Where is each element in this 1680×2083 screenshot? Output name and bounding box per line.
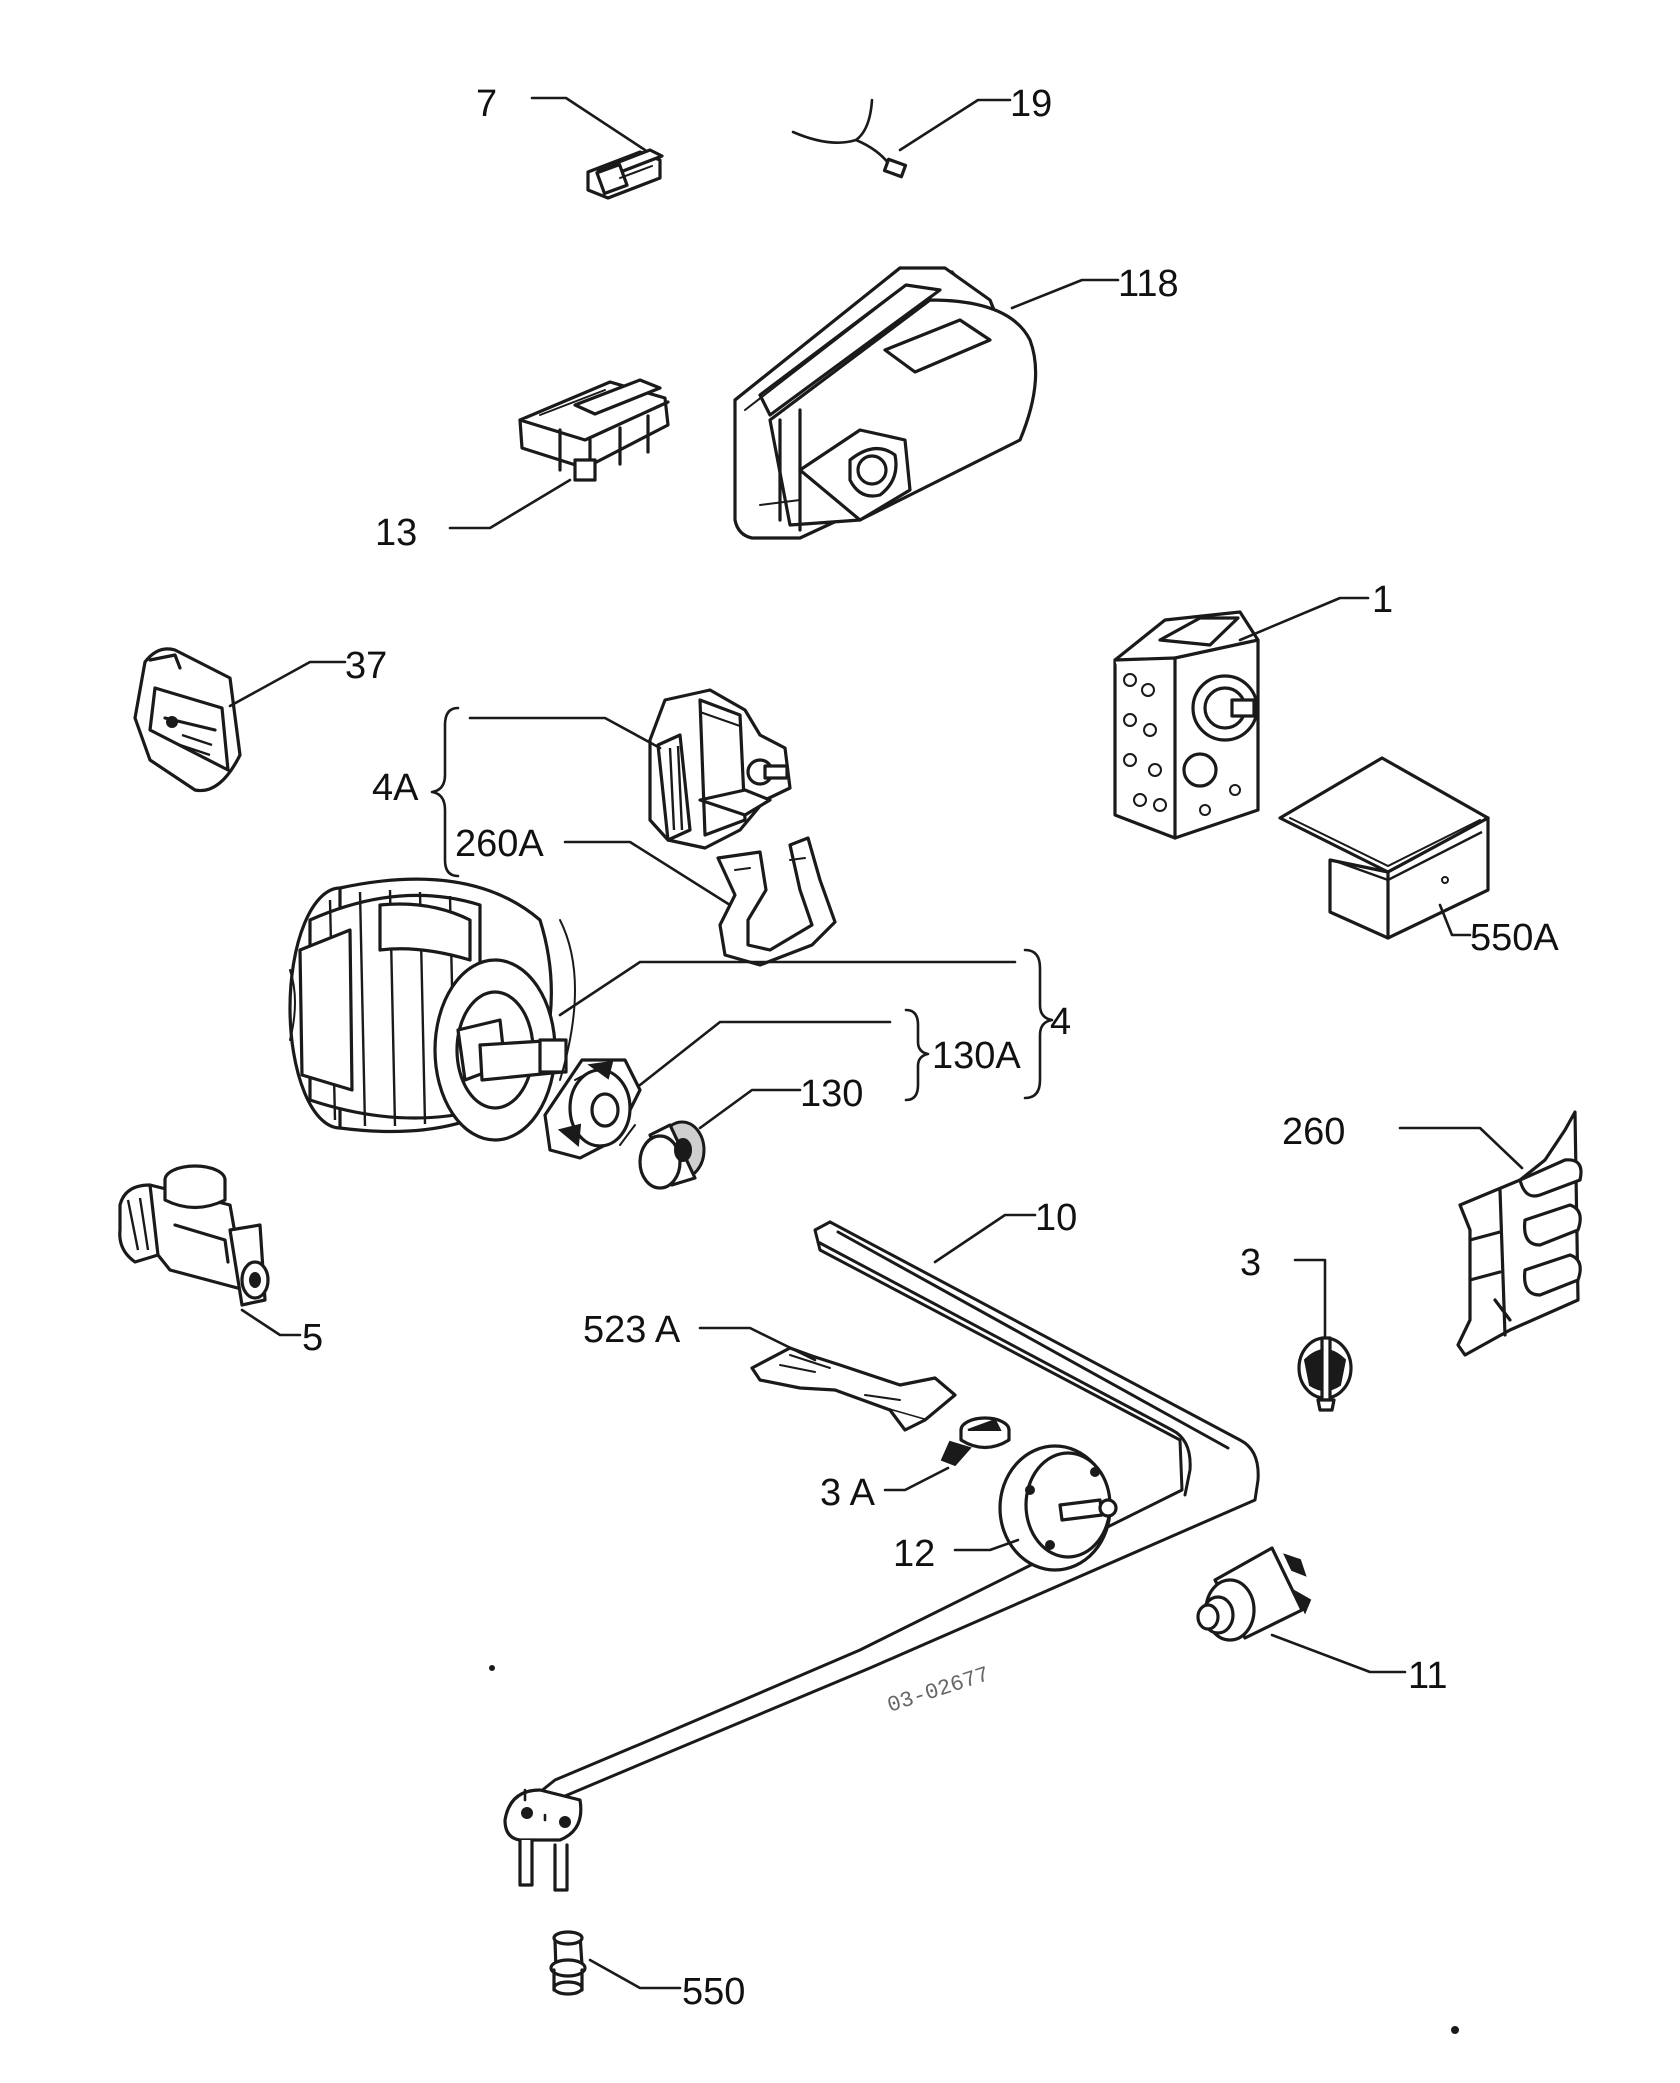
part-37-bracket (133, 647, 242, 793)
label-10: 10 (1035, 1197, 1077, 1239)
leader-260A (563, 840, 732, 907)
part-19-wire (791, 98, 908, 179)
part-130-bushing (638, 1120, 706, 1190)
leader-11 (1270, 1633, 1407, 1674)
leader-1 (1238, 596, 1370, 642)
part-13-switch-block (518, 378, 670, 482)
leader-550 (588, 1958, 682, 1990)
leader-260 (1398, 1126, 1524, 1170)
leader-3 (1293, 1258, 1327, 1338)
leader-550A (1438, 903, 1472, 937)
part-10-heating-element (503, 1220, 1260, 1892)
brace-4 (1023, 948, 1054, 1100)
part-523A-bracket (750, 1346, 957, 1432)
label-118: 118 (1118, 263, 1179, 305)
leader-118 (1010, 278, 1120, 310)
part-3-thermostat (1297, 1336, 1353, 1412)
part-4A-pump-motor (648, 688, 792, 850)
leader-4A (468, 716, 662, 750)
label-523A: 523 A (583, 1309, 681, 1351)
speck (1451, 2026, 1459, 2034)
leader-37 (228, 660, 347, 708)
part-7-switch (586, 148, 664, 200)
brace-130A (904, 1008, 930, 1102)
leader-12 (953, 1538, 1020, 1552)
part-1-timer (1113, 610, 1260, 840)
part-11-capacitor (1196, 1546, 1312, 1642)
label-7: 7 (476, 83, 497, 125)
leader-3A (883, 1466, 950, 1492)
part-4-main-motor (288, 877, 576, 1142)
part-118-dispenser (733, 266, 1038, 540)
part-550A-cover (1278, 756, 1490, 940)
speck (489, 1665, 495, 1671)
label-4A: 4A (372, 767, 419, 809)
label-1: 1 (1372, 579, 1393, 621)
part-550-plug (549, 1930, 587, 1996)
label-3A: 3 A (820, 1472, 876, 1514)
label-37: 37 (345, 645, 387, 687)
part-260A-clip (716, 836, 837, 967)
label-4: 4 (1050, 1001, 1071, 1043)
label-550A: 550A (1470, 917, 1559, 959)
leader-523A (698, 1326, 817, 1362)
brace-4A (430, 706, 460, 878)
label-19: 19 (1010, 83, 1052, 125)
label-3: 3 (1240, 1242, 1261, 1284)
part-3A-thermostat (940, 1416, 1011, 1467)
leader-5 (240, 1308, 302, 1337)
leader-19 (898, 98, 1012, 152)
part-5-water-valve (118, 1164, 270, 1307)
leader-10 (933, 1213, 1037, 1264)
leader-4 (558, 960, 1017, 1017)
part-130A-impeller (543, 1058, 642, 1160)
label-130A: 130A (932, 1035, 1021, 1077)
drawing-code: 03-02677 (884, 1662, 992, 1718)
label-130: 130 (800, 1073, 863, 1115)
leader-7 (530, 96, 647, 152)
leader-130A (638, 1020, 892, 1087)
label-13: 13 (375, 512, 417, 554)
part-12-pressure-switch (998, 1444, 1118, 1572)
label-12: 12 (893, 1533, 935, 1575)
part-260-bracket-plate (1456, 1110, 1583, 1357)
leader-130 (698, 1088, 802, 1130)
label-5: 5 (302, 1317, 323, 1359)
label-260A: 260A (455, 823, 544, 865)
label-11: 11 (1408, 1655, 1447, 1697)
leader-13 (448, 478, 572, 530)
label-260: 260 (1282, 1111, 1345, 1153)
label-550: 550 (682, 1971, 745, 2013)
